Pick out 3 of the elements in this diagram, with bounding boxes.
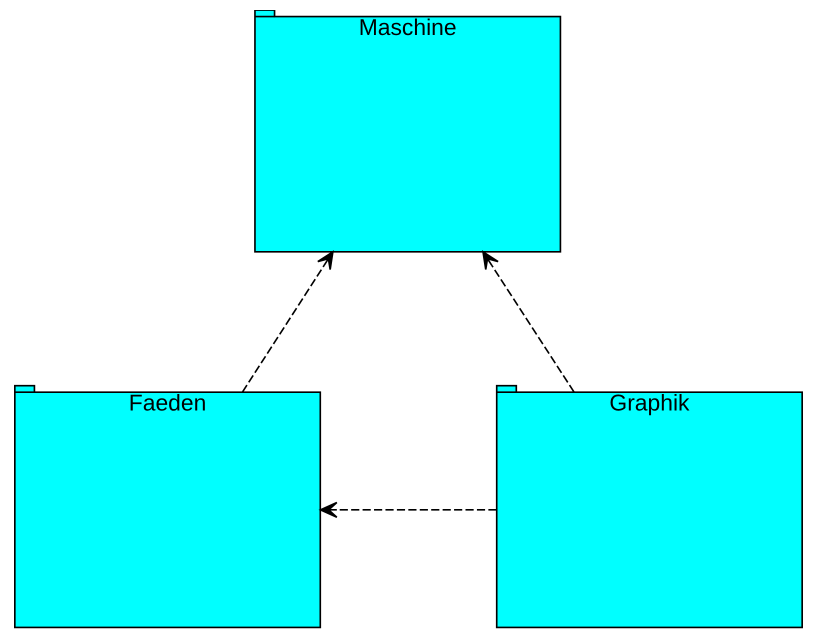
arrow [320,501,497,518]
arrow [482,250,575,392]
arrow [242,250,334,392]
